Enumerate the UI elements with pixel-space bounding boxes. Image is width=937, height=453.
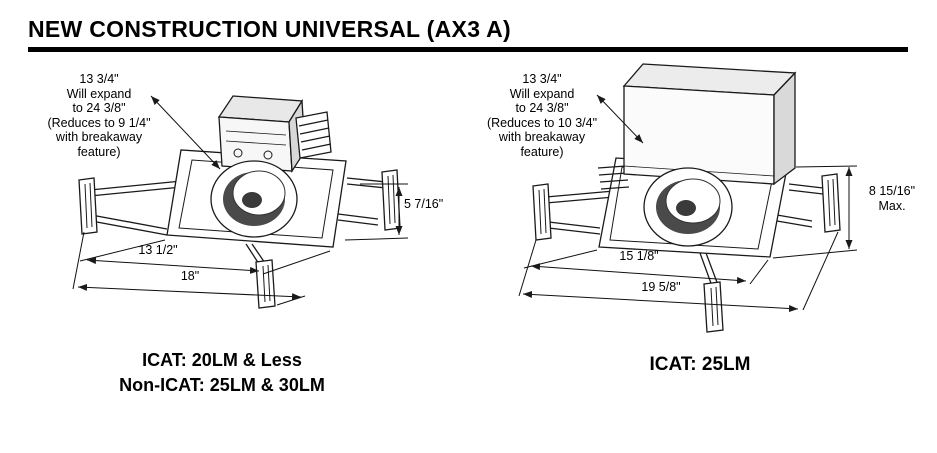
left-caption-line-1: ICAT: 20LM & Less: [142, 350, 302, 370]
right-height-dimension-qualifier: Max.: [878, 199, 906, 213]
page-title: NEW CONSTRUCTION UNIVERSAL (AX3 A): [28, 16, 511, 42]
right-inner-width-dimension: 15 1/8": [619, 249, 659, 263]
left-housing-drawing: [78, 95, 401, 309]
left-inner-width-dimension: 13 1/2": [138, 243, 178, 257]
right-plenum-box: [622, 63, 797, 186]
annotation-line: with breakaway: [498, 130, 586, 144]
title-underline: [28, 47, 908, 52]
right-expand-annotation: 13 3/4" Will expand to 24 3/8" (Reduces …: [462, 72, 622, 159]
left-vent-plate: [295, 111, 332, 159]
annotation-line: 13 3/4": [522, 72, 562, 86]
left-junction-box: [217, 95, 306, 174]
left-dimension-lines: [72, 95, 409, 306]
left-figure-caption: ICAT: 20LM & Less Non-ICAT: 25LM & 30LM: [62, 348, 382, 398]
annotation-line: 13 3/4": [79, 72, 119, 86]
left-height-dimension: 5 7/16": [404, 197, 444, 211]
left-expand-annotation: 13 3/4" Will expand to 24 3/8" (Reduces …: [20, 72, 178, 159]
annotation-line: (Reduces to 9 1/4": [47, 115, 151, 130]
right-height-dimension-value: 8 15/16": [868, 184, 916, 198]
annotation-line: feature): [77, 144, 121, 159]
right-figure-caption: ICAT: 25LM: [649, 354, 751, 375]
left-caption-line-2: Non-ICAT: 25LM & 30LM: [119, 375, 325, 395]
right-dimension-lines: [518, 94, 858, 313]
right-outer-width-dimension: 19 5/8": [641, 280, 681, 294]
left-outer-width-dimension: 18": [180, 269, 200, 283]
annotation-line: with breakaway: [55, 130, 143, 144]
annotation-line: Will expand: [509, 86, 575, 101]
annotation-line: to 24 3/8": [515, 101, 569, 115]
annotation-line: Will expand: [66, 86, 132, 101]
annotation-line: (Reduces to 10 3/4": [486, 115, 598, 130]
right-height-dimension: 8 15/16" Max.: [852, 184, 932, 214]
annotation-line: feature): [520, 144, 564, 159]
annotation-line: to 24 3/8": [72, 101, 126, 115]
left-aperture: [210, 160, 298, 238]
right-aperture: [643, 167, 733, 247]
